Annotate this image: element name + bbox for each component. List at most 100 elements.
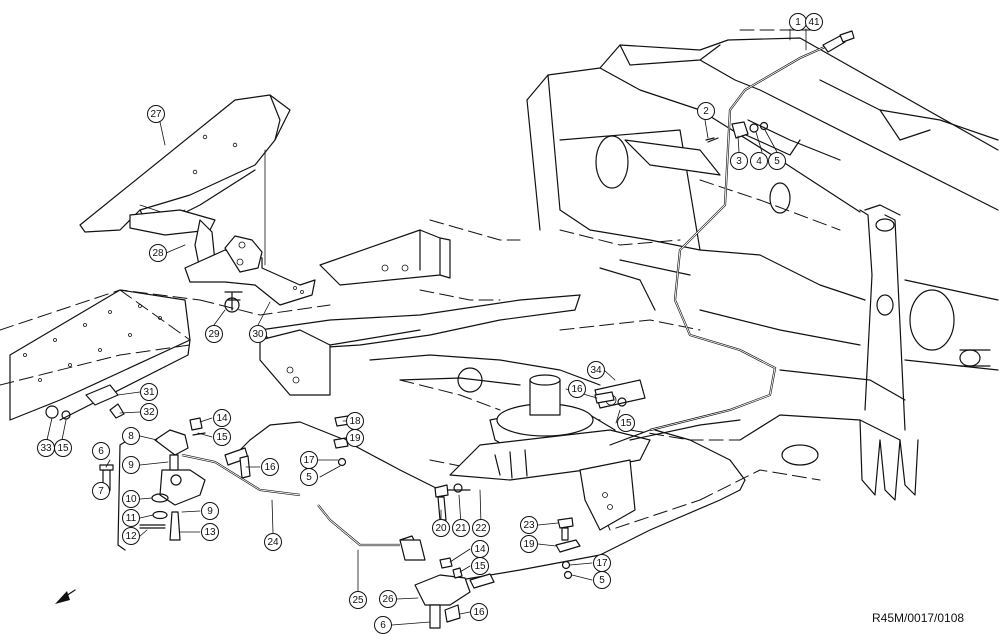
callout-1: 1 (789, 13, 807, 31)
callout-19: 19 (520, 535, 538, 553)
callout-label: 15 (474, 561, 486, 572)
bracket-parts-28-30 (129, 209, 316, 313)
callout-label: 17 (303, 455, 315, 466)
callout-label: 26 (382, 594, 394, 605)
callout-20: 20 (432, 519, 450, 537)
callout-label: 8 (128, 431, 134, 442)
callout-label: 24 (267, 537, 279, 548)
callout-6: 6 (92, 442, 110, 460)
callout-6: 6 (374, 616, 392, 634)
callout-30: 30 (249, 325, 267, 343)
callout-17: 17 (300, 451, 318, 469)
callout-label: 4 (756, 156, 762, 167)
leader-lines (46, 28, 807, 626)
callout-14: 14 (213, 409, 231, 427)
callout-3: 3 (730, 152, 748, 170)
callout-5: 5 (768, 152, 786, 170)
callout-15: 15 (471, 557, 489, 575)
callout-label: 3 (736, 156, 742, 167)
callout-label: 22 (475, 523, 487, 534)
callout-10: 10 (122, 490, 140, 508)
callout-label: 14 (474, 544, 486, 555)
callout-22: 22 (472, 519, 490, 537)
callout-12: 12 (122, 527, 140, 545)
gearbox-drum (449, 374, 741, 531)
callout-11: 11 (122, 509, 140, 527)
callout-7: 7 (92, 482, 110, 500)
machine-frame (526, 37, 999, 501)
callout-14: 14 (471, 540, 489, 558)
callout-label: 23 (523, 520, 535, 531)
cable-part-1 (609, 30, 855, 446)
callout-label: 34 (590, 365, 602, 376)
mounting-channels (259, 229, 601, 396)
callout-label: 6 (380, 620, 386, 631)
callout-label: 15 (620, 418, 632, 429)
callout-21: 21 (452, 519, 470, 537)
callout-label: 41 (808, 17, 820, 28)
callout-label: 18 (349, 416, 361, 427)
callout-5: 5 (300, 468, 318, 486)
callout-label: 27 (150, 109, 162, 120)
callout-23: 23 (520, 516, 538, 534)
callout-8: 8 (122, 427, 140, 445)
callout-16: 16 (568, 380, 586, 398)
callout-15: 15 (617, 414, 635, 432)
callout-label: 33 (40, 443, 52, 454)
callout-label: 32 (143, 407, 155, 418)
callout-34: 34 (587, 361, 605, 379)
callout-label: 15 (57, 443, 69, 454)
callout-25: 25 (349, 591, 367, 609)
callout-label: 14 (216, 413, 228, 424)
callout-13: 13 (201, 523, 219, 541)
callout-28: 28 (149, 244, 167, 262)
callout-label: 13 (204, 527, 216, 538)
callout-26: 26 (379, 590, 397, 608)
direction-arrow-icon (55, 589, 76, 604)
callout-41: 41 (805, 13, 823, 31)
callout-16: 16 (470, 603, 488, 621)
callout-label: 16 (473, 607, 485, 618)
callout-label: 11 (126, 513, 137, 524)
left-lever-assembly (99, 417, 206, 551)
callout-label: 9 (128, 460, 134, 471)
callout-27: 27 (147, 105, 165, 123)
callout-17: 17 (593, 554, 611, 572)
callout-label: 1 (795, 17, 801, 28)
callout-label: 5 (306, 472, 312, 483)
callout-label: 7 (98, 486, 104, 497)
callout-label: 20 (435, 523, 447, 534)
callout-18: 18 (346, 412, 364, 430)
callout-label: 5 (599, 575, 605, 586)
callout-label: 15 (216, 432, 228, 443)
callout-15: 15 (54, 439, 72, 457)
callout-16: 16 (261, 458, 279, 476)
callout-label: 25 (352, 595, 364, 606)
callout-label: 9 (207, 506, 213, 517)
platform-dashed-outline (0, 29, 841, 531)
callout-label: 6 (98, 446, 104, 457)
callout-label: 12 (125, 531, 137, 542)
callout-9: 9 (201, 502, 219, 520)
callout-label: 19 (349, 433, 361, 444)
callout-label: 16 (571, 384, 583, 395)
callout-24: 24 (264, 533, 282, 551)
callout-9: 9 (122, 456, 140, 474)
reference-code: R45M/0017/0108 (872, 611, 964, 625)
callout-33: 33 (37, 439, 55, 457)
callout-31: 31 (140, 383, 158, 401)
callout-15: 15 (213, 428, 231, 446)
bottom-bracket-26 (399, 539, 471, 629)
callout-4: 4 (750, 152, 768, 170)
callout-label: 29 (208, 329, 220, 340)
callout-5: 5 (593, 571, 611, 589)
callout-label: 17 (596, 558, 608, 569)
callout-label: 21 (455, 523, 467, 534)
callout-29: 29 (205, 325, 223, 343)
callout-label: 31 (143, 387, 155, 398)
callout-label: 16 (264, 462, 276, 473)
callout-label: 28 (152, 248, 164, 259)
callout-32: 32 (140, 403, 158, 421)
callout-label: 19 (523, 539, 535, 550)
